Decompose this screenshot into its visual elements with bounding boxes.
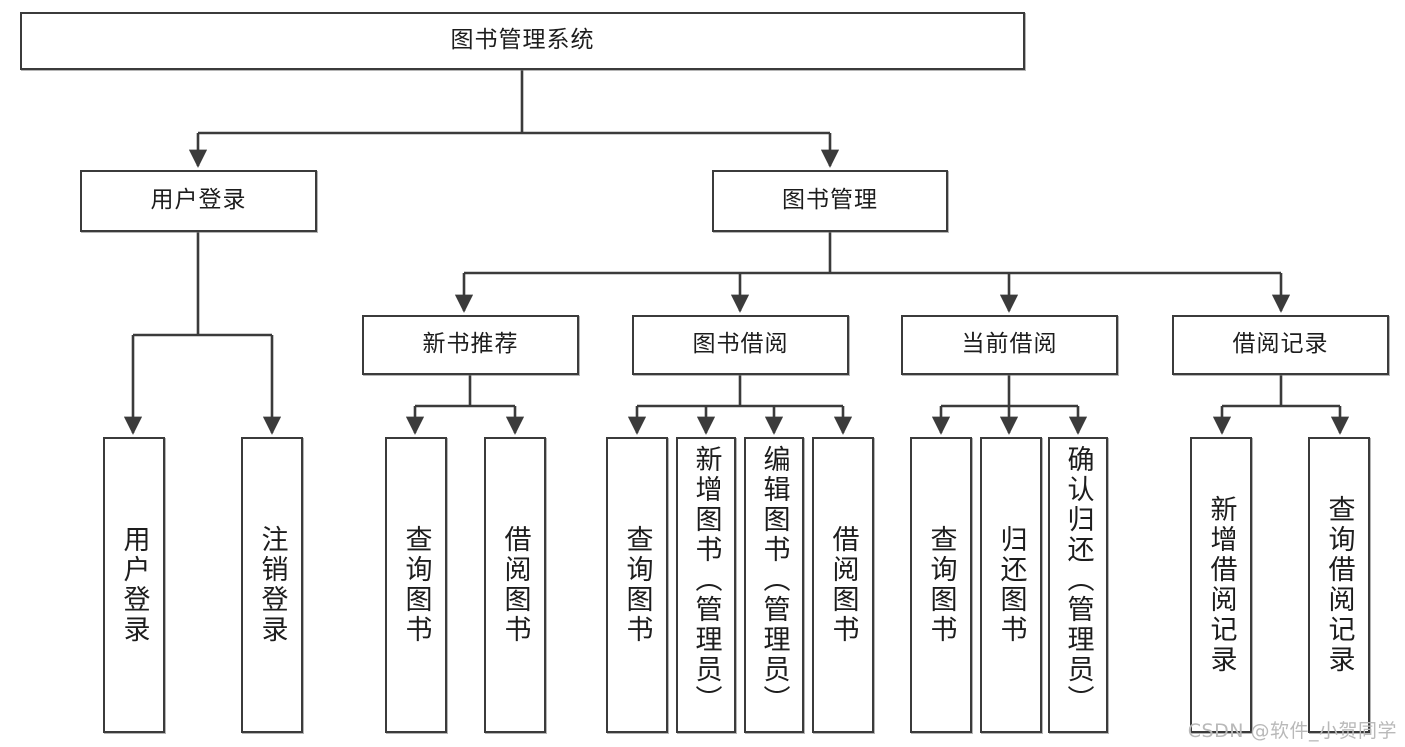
node-borrow-record[interactable]: 借阅记录	[1172, 315, 1389, 375]
leaf-borrow-add-book[interactable]: 新增图书（管理员）	[676, 437, 736, 733]
leaf-newbook-borrow-book[interactable]: 借阅图书	[484, 437, 546, 733]
leaf-current-return-book[interactable]: 归还图书	[980, 437, 1042, 733]
node-book-management-label: 图书管理	[782, 187, 878, 214]
leaf-user-logout-label: 注销登录	[256, 525, 288, 645]
leaf-current-confirm-return[interactable]: 确认归还（管理员）	[1048, 437, 1108, 733]
leaf-newbook-query-book[interactable]: 查询图书	[385, 437, 447, 733]
leaf-record-add-record-label: 新增借阅记录	[1205, 495, 1237, 675]
leaf-borrow-query-book[interactable]: 查询图书	[606, 437, 668, 733]
leaf-borrow-edit-book[interactable]: 编辑图书（管理员）	[744, 437, 804, 733]
leaf-borrow-edit-book-label: 编辑图书（管理员）	[758, 445, 790, 715]
node-new-book-recommend-label: 新书推荐	[422, 331, 519, 358]
leaf-borrow-add-book-label: 新增图书（管理员）	[690, 445, 722, 715]
leaf-user-login[interactable]: 用户登录	[103, 437, 165, 733]
node-user-login-label: 用户登录	[150, 187, 247, 214]
node-book-borrow[interactable]: 图书借阅	[632, 315, 849, 375]
leaf-current-query-book-label: 查询图书	[925, 525, 957, 645]
node-root[interactable]: 图书管理系统	[20, 12, 1025, 70]
node-current-borrow[interactable]: 当前借阅	[901, 315, 1118, 375]
leaf-user-logout[interactable]: 注销登录	[241, 437, 303, 733]
node-book-borrow-label: 图书借阅	[692, 331, 789, 358]
node-new-book-recommend[interactable]: 新书推荐	[362, 315, 579, 375]
leaf-user-login-label: 用户登录	[118, 525, 150, 645]
leaf-current-confirm-return-label: 确认归还（管理员）	[1062, 445, 1094, 715]
leaf-newbook-query-book-label: 查询图书	[400, 525, 432, 645]
leaf-record-query-record[interactable]: 查询借阅记录	[1308, 437, 1370, 733]
node-current-borrow-label: 当前借阅	[961, 331, 1058, 358]
leaf-current-query-book[interactable]: 查询图书	[910, 437, 972, 733]
leaf-record-add-record[interactable]: 新增借阅记录	[1190, 437, 1252, 733]
node-root-label: 图书管理系统	[450, 27, 595, 54]
leaf-current-return-book-label: 归还图书	[995, 525, 1027, 645]
leaf-newbook-borrow-book-label: 借阅图书	[499, 525, 531, 645]
node-book-management[interactable]: 图书管理	[712, 170, 948, 232]
leaf-record-query-record-label: 查询借阅记录	[1323, 495, 1355, 675]
leaf-borrow-borrow-book[interactable]: 借阅图书	[812, 437, 874, 733]
watermark: CSDN @软件_小贺同学	[1187, 720, 1397, 742]
node-user-login[interactable]: 用户登录	[80, 170, 317, 232]
node-borrow-record-label: 借阅记录	[1232, 331, 1329, 358]
leaf-borrow-borrow-book-label: 借阅图书	[827, 525, 859, 645]
leaf-borrow-query-book-label: 查询图书	[621, 525, 653, 645]
